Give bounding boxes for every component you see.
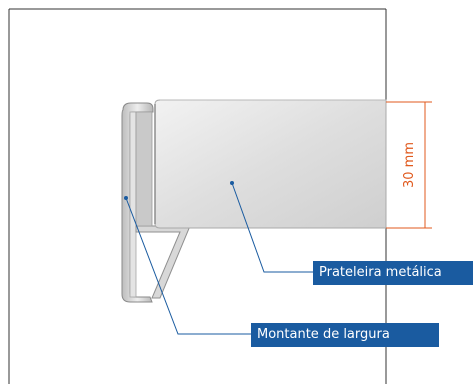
upright-leader [124,196,251,335]
metal-shelf [154,99,387,229]
dimension-marker: 30 mm [386,101,432,229]
upright-post [121,102,191,303]
shelf-label: Prateleira metálica [313,261,473,285]
upright-label: Montante de largura [251,323,439,347]
shelf-leader [230,181,313,273]
dimension-label: 30 mm [402,142,417,188]
